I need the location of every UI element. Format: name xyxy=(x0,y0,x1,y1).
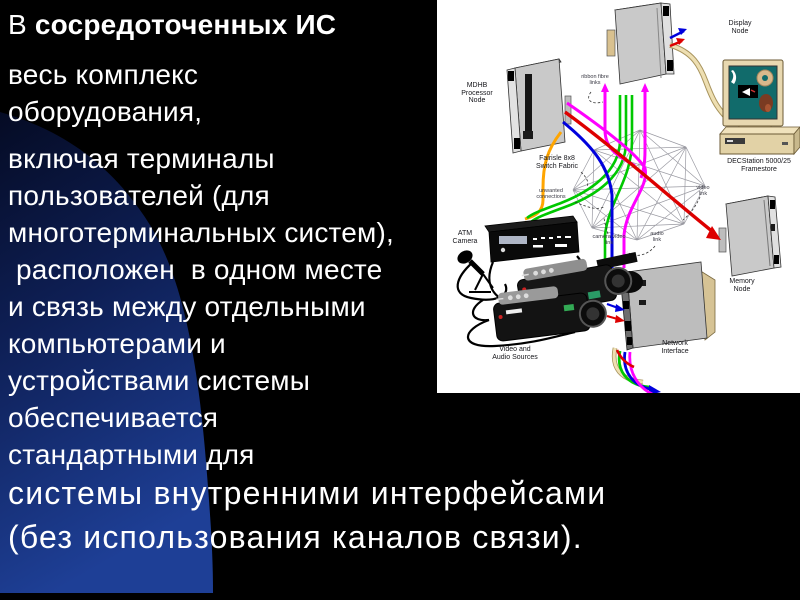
text-line: многотерминальных систем), xyxy=(8,217,394,248)
unwanted-connections-label: unwanted connections xyxy=(536,188,566,200)
text-line: весь комплекс xyxy=(8,59,199,90)
av-sources-label: Video and Audio Sources xyxy=(492,346,538,361)
text-line: стандартными для xyxy=(8,439,255,470)
text-line: оборудования, xyxy=(8,96,203,127)
display-node-label: Display Node xyxy=(728,20,752,35)
microphone xyxy=(457,250,494,293)
video-link-label: video link xyxy=(696,185,710,197)
title-prefix: В xyxy=(8,9,35,40)
camcorder-2 xyxy=(493,286,607,342)
cables xyxy=(456,28,728,393)
display-node-board xyxy=(606,2,675,85)
switch-fabric-label: Fairisle 8x8 Switch Fabric xyxy=(535,155,578,170)
camcorders xyxy=(493,251,643,342)
text-line: В сосредоточенных ИС xyxy=(8,6,668,44)
slide-text: В сосредоточенных ИС весь комплекс обору… xyxy=(8,6,668,557)
atm-camera-box xyxy=(484,215,580,263)
atm-camera-label: ATM Camera xyxy=(452,230,478,245)
audio-link-label: audio link xyxy=(650,231,664,243)
processor-node-label: MDHB Processor Node xyxy=(461,82,493,104)
network-interface-label: Network Interface xyxy=(661,340,689,355)
diagram-svg xyxy=(456,2,800,393)
diagram-panel: Display Node MDHB Processor Node DECStat… xyxy=(437,0,800,393)
text-line: устройствами системы xyxy=(8,365,311,396)
memory-node-label: Memory Node xyxy=(729,278,755,293)
text-line: системы внутренними интерфейсами xyxy=(8,475,607,511)
text-line: компьютерами и xyxy=(8,328,226,359)
ribbon-links-label: ribbon fibre links xyxy=(581,74,609,86)
processor-node-board xyxy=(506,58,572,154)
text-line: и связь между отдельными xyxy=(8,291,366,322)
decstation xyxy=(719,59,800,156)
title-bold: сосредоточенных ИС xyxy=(34,9,337,40)
camera-video-link-label: camera video link xyxy=(592,234,626,246)
text-line: расположен в одном месте xyxy=(8,254,383,285)
text-line: пользователей (для xyxy=(8,180,270,211)
framestore-label: DECStation 5000/25 Framestore xyxy=(727,158,791,173)
text-line: (без использования каналов связи). xyxy=(8,519,583,555)
text-line: включая терминалы xyxy=(8,143,275,174)
text-line: обеспечивается xyxy=(8,402,219,433)
memory-node-board xyxy=(718,195,782,277)
